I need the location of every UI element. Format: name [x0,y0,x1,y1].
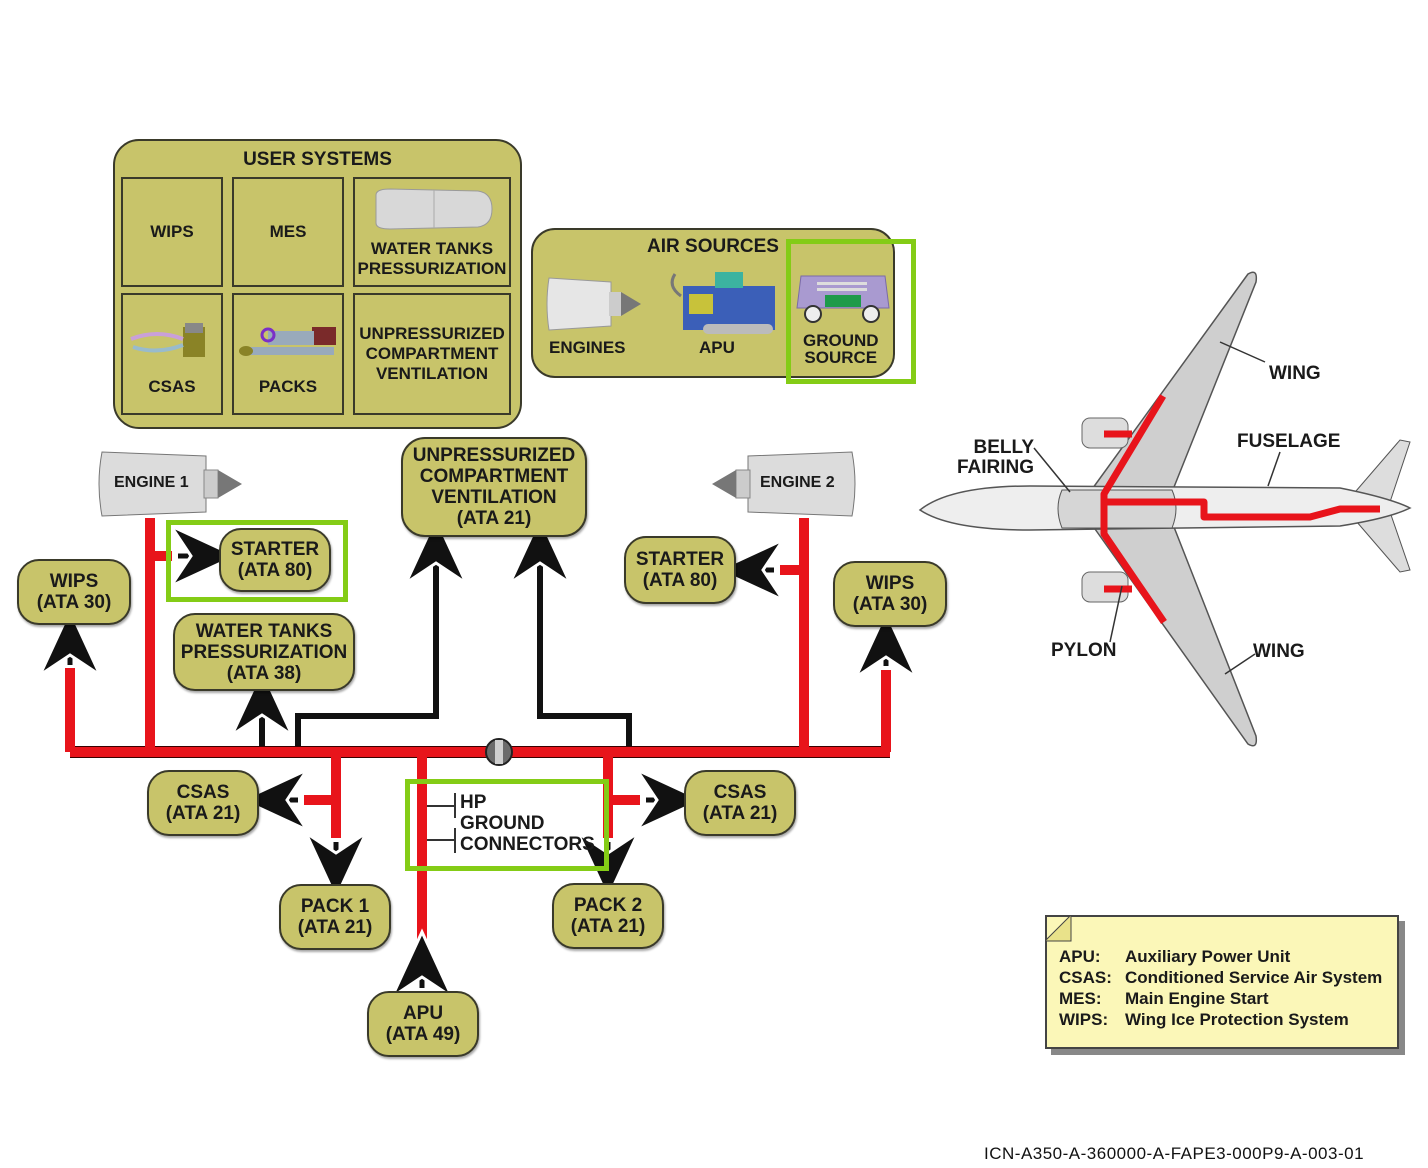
user-system-wips: WIPS [121,177,223,287]
box-apu: APU (ATA 49) [367,991,479,1057]
box-pack1: PACK 1 (ATA 21) [279,884,391,950]
apu-icon [670,272,775,334]
hp-ground-connector-icons [427,793,456,853]
aircraft-label-fuselage: FUSELAGE [1237,431,1341,452]
box-wips-left: WIPS (ATA 30) [17,559,131,625]
box-csas-left: CSAS (ATA 21) [147,770,259,836]
engine-1-label: ENGINE 1 [114,474,189,491]
engine-icon [546,277,641,331]
user-systems-title: USER SYSTEMS [243,149,392,170]
aircraft-label-belly-fairing: BELLY FAIRING [957,437,1035,478]
box-wips-right: WIPS (ATA 30) [833,561,947,627]
box-pack2: PACK 2 (ATA 21) [552,883,664,949]
engine-2-icon [712,451,856,517]
belly-fairing [1057,489,1177,529]
aircraft-label-wing-top: WING [1269,363,1321,384]
user-systems-panel: USER SYSTEMS WIPS MES WATER TANKS PRESSU… [113,139,522,429]
box-water-tanks: WATER TANKS PRESSURIZATION (ATA 38) [173,613,355,691]
aircraft-label-wing-bottom: WING [1253,641,1305,662]
air-source-ground-label: GROUND SOURCE [803,331,879,367]
water-tank-icon [375,188,493,230]
aircraft-duct-wing-top [1100,394,1167,624]
legend-row: APU:Auxiliary Power Unit [1059,947,1291,966]
aircraft-duct-fuselage [1104,498,1380,521]
air-sources-title: AIR SOURCES [647,236,779,257]
engine-1-icon [98,451,242,517]
air-source-engines-label: ENGINES [549,338,626,357]
user-system-mes: MES [232,177,344,287]
box-starter-left: STARTER (ATA 80) [219,528,331,592]
duct-unpress-right [537,548,632,752]
engine-2-label: ENGINE 2 [760,474,835,491]
abbreviation-legend: APU:Auxiliary Power Unit CSAS:Conditione… [1045,915,1399,1049]
air-source-apu-label: APU [699,338,735,357]
user-system-water-tanks: WATER TANKS PRESSURIZATION [353,177,511,287]
air-sources-panel: AIR SOURCES ENGINES APU GROUND SOURCE [531,228,895,378]
aircraft-label-pylon: PYLON [1051,640,1117,661]
crossfeed-valve-icon [485,738,513,766]
legend-row: WIPS:Wing Ice Protection System [1059,1010,1349,1029]
legend-row: MES:Main Engine Start [1059,989,1269,1008]
legend-folded-corner-icon [1045,915,1072,942]
user-system-packs: PACKS [232,293,344,415]
box-csas-right: CSAS (ATA 21) [684,770,796,836]
csas-unit-icon [130,323,205,357]
pack-unit-icon [239,327,336,356]
engine-1: ENGINE 1 [96,448,244,520]
user-system-csas: CSAS [121,293,223,415]
box-unpressurized: UNPRESSURIZED COMPARTMENT VENTILATION (A… [401,437,587,537]
box-starter-right: STARTER (ATA 80) [624,536,736,604]
wing-top [1088,271,1258,493]
aircraft-planform [918,271,1412,747]
hp-ground-connectors-label: HP GROUND CONNECTORS [460,792,595,855]
duct-unpress-left [295,548,439,752]
ground-cart-icon [796,275,890,323]
document-code: ICN-A350-A-360000-A-FAPE3-000P9-A-003-01 [984,1144,1365,1163]
legend-row: CSAS:Conditioned Service Air System [1059,968,1383,987]
engine-2: ENGINE 2 [710,448,858,520]
user-system-unpressurized: UNPRESSURIZED COMPARTMENT VENTILATION [353,293,511,415]
